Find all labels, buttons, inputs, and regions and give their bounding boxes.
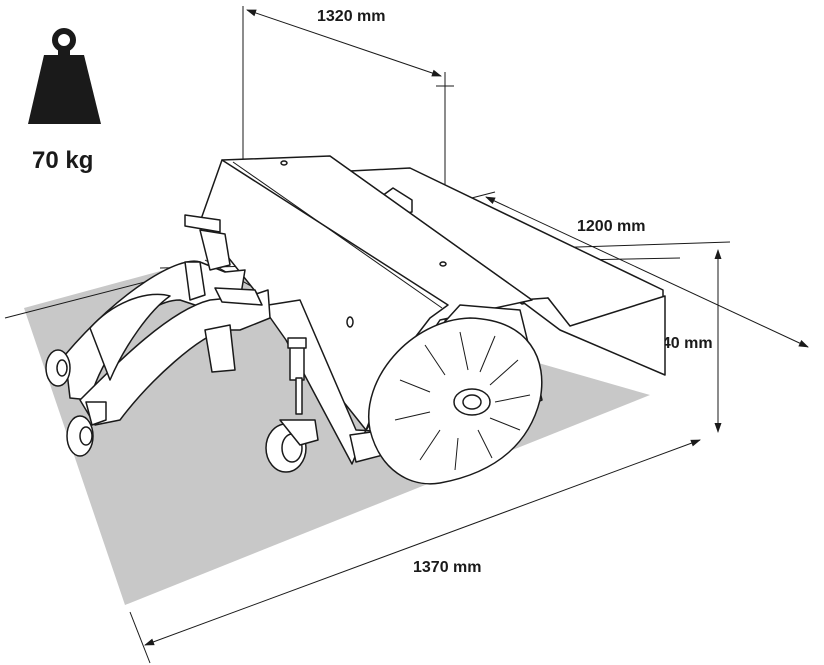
caster-wheel-front (265, 337, 319, 473)
caster-wheel-left-rear (45, 349, 71, 387)
width-label: 1200 mm (577, 218, 646, 235)
dimension-height: 440 mm (653, 249, 722, 433)
weight-label: 70 kg (32, 147, 93, 174)
depth-arrow (246, 9, 442, 77)
length-label: 1370 mm (413, 559, 482, 576)
height-label: 440 mm (653, 335, 713, 352)
mounting-frame (64, 214, 271, 426)
caster-wheel-left-front (66, 401, 107, 457)
weight-icon (28, 28, 101, 124)
brush-bristles (394, 331, 531, 471)
depth-label: 1320 mm (317, 8, 386, 25)
sweeper-machine (45, 155, 666, 485)
dimension-length: 1370 mm (129, 439, 701, 664)
